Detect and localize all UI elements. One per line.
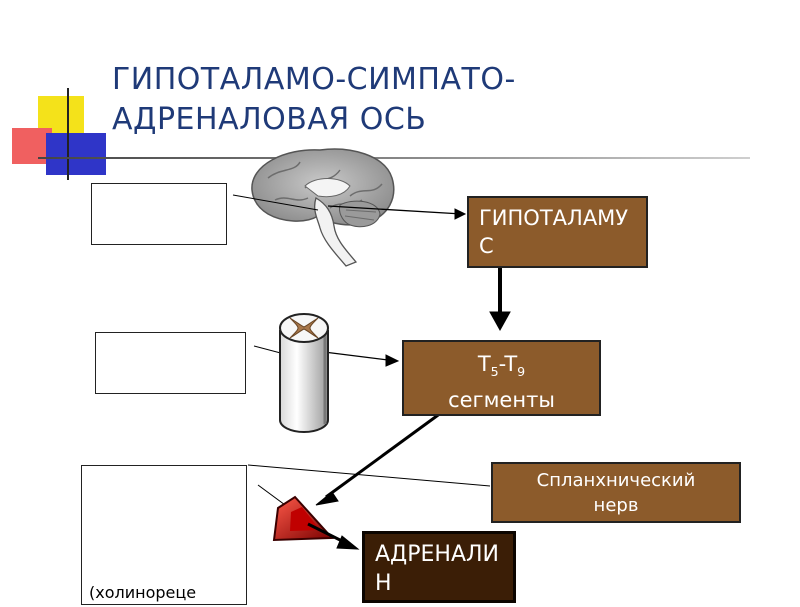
left-box-top — [91, 183, 227, 245]
left-box-bottom-text: (холинореце — [89, 583, 197, 602]
hypothalamus-box: ГИПОТАЛАМУС — [467, 196, 648, 268]
brain-icon — [251, 148, 395, 267]
flow-arrows — [307, 268, 511, 550]
adrenaline-label: АДРЕНАЛИН — [375, 542, 499, 596]
deco-horizontal-line — [38, 157, 750, 159]
deco-blue-square — [46, 133, 106, 175]
segments-range: T5-T9 — [477, 352, 526, 380]
splanchnic-nerve-box: Спланхнический нерв — [491, 462, 741, 523]
adrenaline-box: АДРЕНАЛИН — [362, 531, 516, 603]
segments-box: T5-T9 сегменты — [402, 340, 601, 416]
left-box-middle — [95, 332, 246, 394]
left-box-bottom: (холинореце — [81, 465, 247, 605]
deco-vertical-line — [67, 88, 69, 180]
slide-title: ГИПОТАЛАМО-СИМПАТО-АДРЕНАЛОВАЯ ОСЬ — [112, 62, 516, 137]
splanchnic-nerve-label: Спланхнический нерв — [536, 470, 696, 516]
connector-lines — [232, 194, 491, 517]
segments-word: сегменты — [448, 388, 555, 413]
spinal-cord-icon — [279, 313, 329, 433]
hypothalamus-label: ГИПОТАЛАМУС — [479, 206, 629, 258]
